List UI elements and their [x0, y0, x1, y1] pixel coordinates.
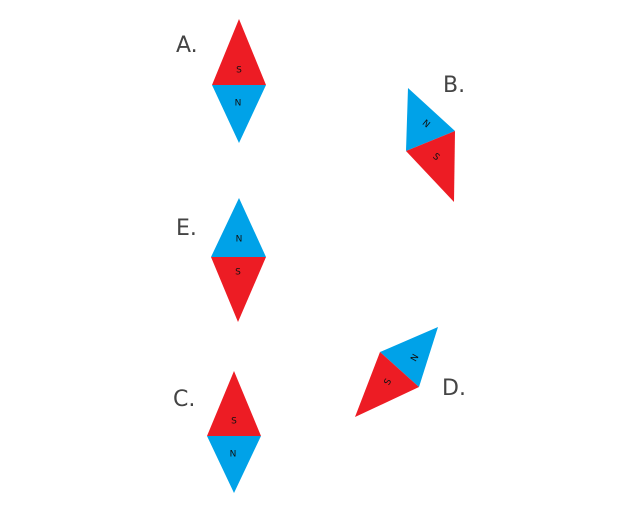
south-label: S: [231, 417, 237, 427]
north-label: N: [420, 118, 432, 130]
option-label-d: D.: [442, 376, 466, 401]
south-half: [212, 19, 266, 85]
south-half: [207, 371, 261, 436]
compass-c: S N C.: [173, 371, 261, 493]
north-label: N: [230, 450, 237, 460]
south-half: [406, 131, 455, 202]
south-half: [211, 257, 266, 322]
option-label-b: B.: [443, 73, 465, 98]
compass-b: N S B.: [406, 73, 465, 202]
south-label: S: [383, 377, 395, 387]
north-half: [380, 327, 438, 387]
south-label: S: [236, 66, 242, 76]
compass-a: S N A.: [176, 19, 266, 143]
south-label: S: [235, 268, 241, 278]
south-label: S: [430, 152, 441, 164]
north-label: N: [409, 353, 421, 364]
north-half: [207, 436, 261, 493]
north-label: N: [236, 235, 243, 245]
north-half: [211, 198, 266, 257]
compass-e: N S E.: [176, 198, 266, 322]
option-label-a: A.: [176, 33, 198, 58]
option-label-c: C.: [173, 387, 195, 412]
compass-d: N S D.: [355, 327, 466, 417]
north-half: [406, 88, 455, 151]
option-label-e: E.: [176, 216, 197, 241]
north-label: N: [235, 99, 242, 109]
north-half: [212, 85, 266, 143]
south-half: [355, 352, 419, 417]
